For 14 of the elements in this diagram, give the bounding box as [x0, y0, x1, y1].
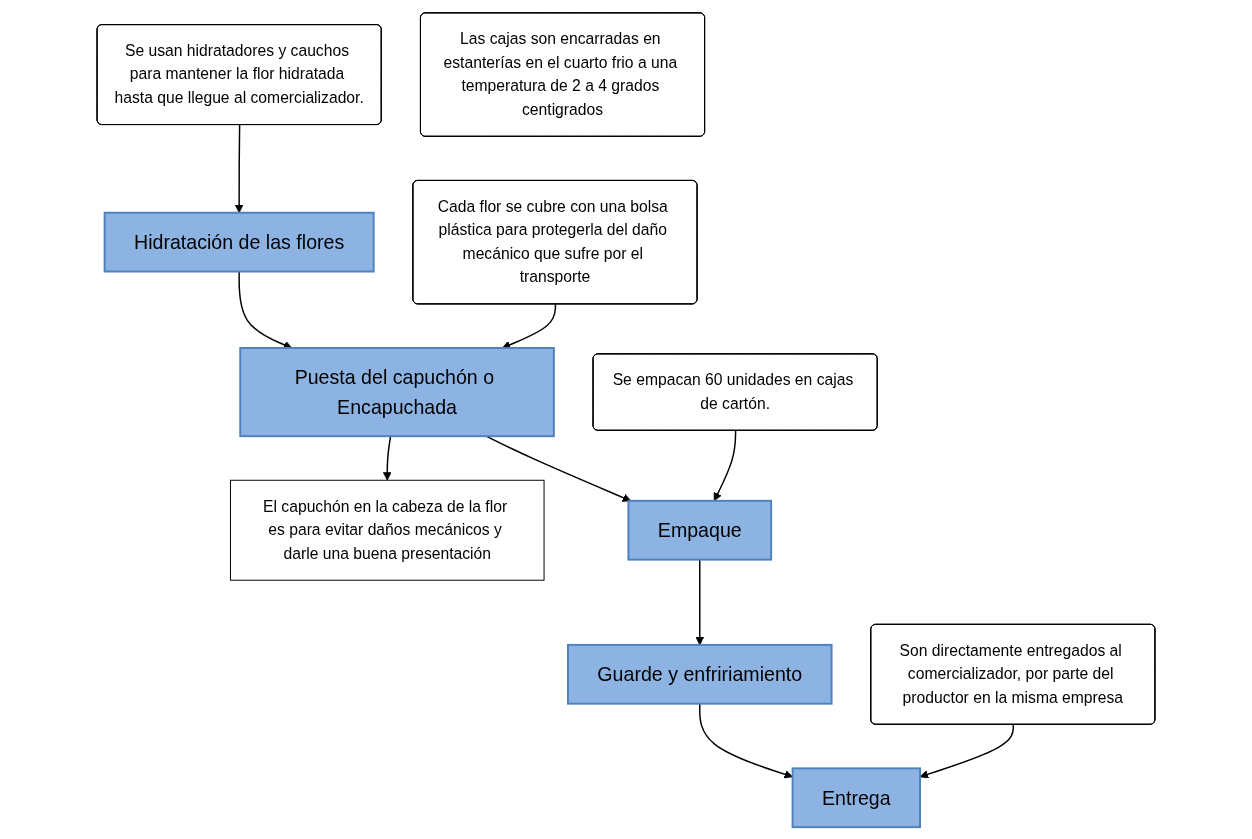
arrow: [699, 702, 793, 778]
node-box: Empaque: [627, 499, 773, 561]
node-box: Guarde y enfririamiento: [567, 643, 833, 705]
node-box: Entrega: [791, 766, 921, 828]
node-box: Hidratación de las flores: [103, 211, 375, 273]
arrow: [695, 558, 705, 645]
node-box: El capuchón en la cabeza de la flor es para evitar daños mecánicos y darle una buena presentación: [230, 479, 545, 581]
arrow: [713, 429, 737, 501]
arrow: [501, 303, 557, 349]
arrow: [382, 434, 392, 481]
arrow: [238, 270, 293, 349]
node-box: Puesta del capuchón o Encapuchada: [239, 346, 555, 437]
arrow: [234, 123, 244, 213]
arrow: [485, 434, 632, 502]
